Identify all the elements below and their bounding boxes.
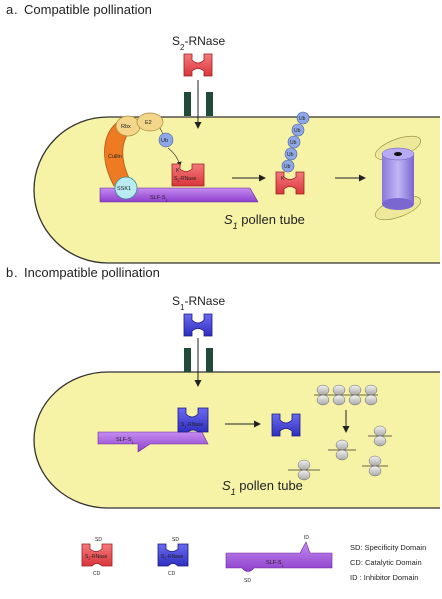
e2-label: E2 (145, 120, 152, 126)
degraded-fragment-icon (288, 459, 320, 481)
ub-chain-icon (281, 159, 295, 173)
ub-chain-icon (284, 147, 298, 161)
degraded-fragment-icon (364, 384, 378, 406)
polyubiquitin-chain: Ub Ub Ub Ub Ub (281, 111, 310, 173)
bound-rnase-label-b: S1-RNase (181, 422, 203, 429)
ub-chain-label: Ub (284, 164, 291, 170)
legend-blue-cd: CD (168, 571, 176, 577)
slf-bar-a (99, 187, 259, 203)
rnase-b-label: S1-RNase (172, 294, 225, 312)
panel-b-dot: . (14, 265, 18, 280)
legend-slf-id: ID (304, 535, 309, 541)
e2-shape (136, 112, 164, 132)
ub-icon (158, 132, 174, 148)
free-s1-rnase (271, 413, 301, 437)
ssk1-shape (114, 176, 138, 200)
ub-chain-label: Ub (287, 152, 294, 158)
slf-bar-b (97, 431, 209, 453)
pollen-tube-b (33, 371, 440, 509)
legend-red-sd: SD (95, 537, 102, 543)
ub-chain-icon (291, 123, 305, 137)
rnase-a-label: S2-RNase (172, 34, 225, 52)
membrane-channel-icon (184, 92, 213, 116)
s1-rnase-shape (183, 313, 213, 337)
panel-a-letter: a (6, 2, 14, 17)
legend-red-label: S2-RNase (85, 554, 107, 561)
legend-def-id: ID : Inhibitor Domain (350, 573, 418, 582)
bound-s1-rnase (177, 407, 209, 433)
ub-chain-label: Ub (299, 116, 306, 122)
ub-chain-icon (287, 135, 301, 149)
legend-slf-bar (225, 541, 333, 572)
legend-blue-sd: SD (172, 537, 179, 543)
ub-label: Ub (161, 138, 168, 144)
ssk1-label: SSK1 (117, 186, 131, 192)
k-label-a2: K (281, 176, 285, 182)
panel-a-dot: . (14, 2, 18, 17)
e2-link (159, 127, 164, 135)
tube-label-b: S1 pollen tube (222, 478, 303, 497)
ub-chain-icon (296, 111, 310, 125)
panel-b-letter: b (6, 265, 13, 280)
legend-slf-sd: SD (244, 578, 251, 584)
degraded-fragment-icon (316, 384, 330, 406)
ubiquitinated-rnase (275, 171, 305, 195)
degraded-fragment-icon (368, 425, 392, 447)
rna-chain (314, 384, 378, 406)
panel-a-title: Compatible pollination (24, 2, 152, 17)
degraded-fragment-icon (362, 455, 388, 477)
legend-blue-label: S1-RNase (161, 554, 183, 561)
s2-rnase-shape (183, 53, 213, 77)
panel-a: a . Compatible pollination S2-RNase SLF-… (6, 2, 440, 264)
legend-def-cd: CD: Catalytic Domain (350, 558, 422, 567)
legend-def-sd: SD: Specificity Domain (350, 543, 426, 552)
legend-blue-rnase (157, 543, 189, 567)
legend-slf-label: SLF-S1 (266, 560, 285, 568)
ub-chain-label: Ub (294, 128, 301, 134)
tube-label-a: S1 pollen tube (224, 212, 305, 231)
degraded-fragment-icon (332, 384, 346, 406)
degraded-fragment-icon (348, 384, 362, 406)
legend-red-rnase (81, 543, 113, 567)
bound-rnase-label-a: S2-RNase (174, 176, 196, 183)
slf-label-a: SLF-S1 (150, 195, 169, 203)
membrane-channel-icon (184, 348, 213, 372)
bound-s2-rnase (171, 163, 205, 187)
proteasome-icon (374, 135, 422, 221)
rbx-label: Rbx (121, 124, 131, 130)
panel-b: b . Incompatible pollination S1-RNase SL… (6, 265, 440, 509)
slf-label-b: SLF-S1 (116, 437, 135, 445)
ub-chain-label: Ub (290, 140, 297, 146)
cullin-label: Cullin (108, 154, 122, 160)
k-label-a: K (176, 168, 180, 174)
legend: SD S2-RNase CD SD S1-RNase CD ID SLF-S1 … (81, 535, 426, 584)
panel-b-title: Incompatible pollination (24, 265, 160, 280)
degraded-fragment-icon (328, 439, 356, 461)
legend-red-cd: CD (93, 571, 101, 577)
